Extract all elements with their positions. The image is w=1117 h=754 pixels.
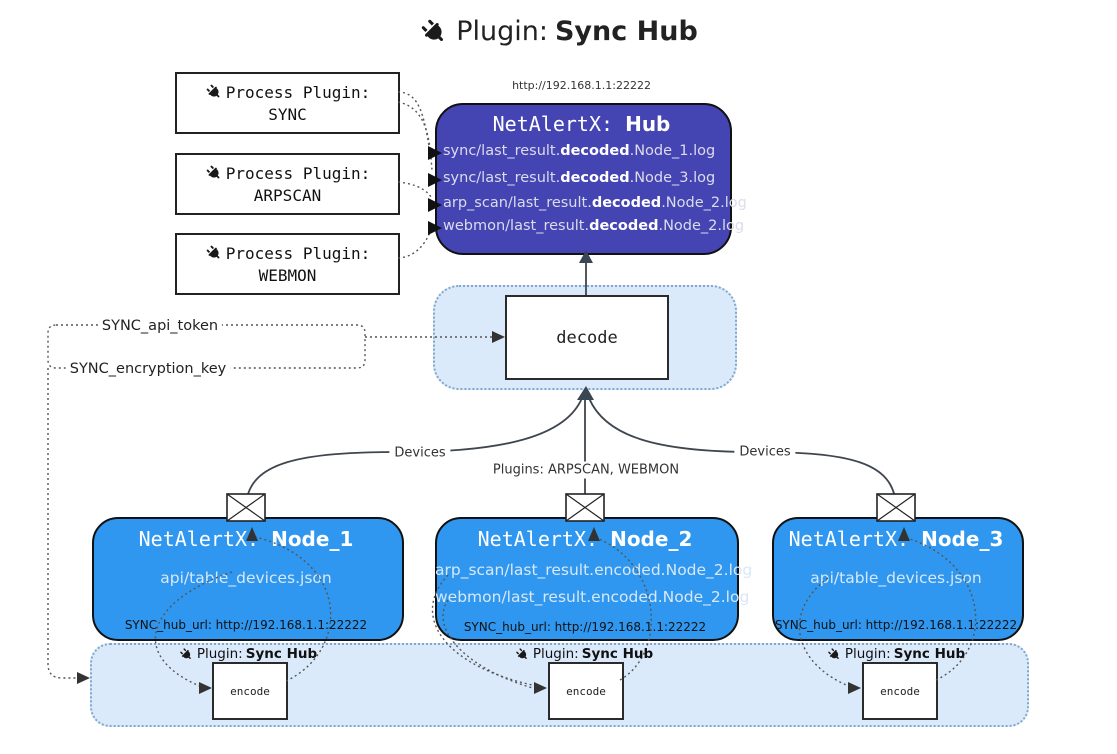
decode-label: decode [556,327,618,348]
hub-log-line: sync/last_result.decoded.Node_1.log [443,143,716,159]
node-2-hub-url: SYNC_hub_url: http://192.168.1.1:22222 [463,620,707,634]
process-plugin-sync-box: Process Plugin: SYNC [175,72,400,134]
devices-right-label: Devices [734,443,796,461]
node-1-hub-url: SYNC_hub_url: http://192.168.1.1:22222 [124,618,368,632]
plug-icon [205,83,223,101]
encode-1-box: encode [212,662,288,720]
hub-log-line: webmon/last_result.decoded.Node_2.log [443,218,745,234]
sync-encryption-key-label: SYNC_encryption_key [65,361,231,377]
node-3-hub-url: SYNC_hub_url: http://192.168.1.1:22222 [774,618,1018,632]
plug-icon [515,647,530,662]
hub-title: NetAlertX: Hub [435,112,728,136]
encoder-1-label: Plugin:Sync Hub [179,646,317,662]
node-3-title: NetAlertX: Node_3 [788,527,1004,551]
title-name: Sync Hub [554,16,698,47]
process-plugin-name: SYNC [268,104,307,124]
process-plugin-arpscan-box: Process Plugin: ARPSCAN [175,153,400,215]
process-plugin-label: Process Plugin: [225,243,371,263]
node-2-title: NetAlertX: Node_2 [477,527,693,551]
process-plugin-name: ARPSCAN [253,185,322,205]
plugins-center-label: Plugins: ARPSCAN, WEBMON [487,461,685,479]
encoder-3-label: Plugin:Sync Hub [827,646,965,662]
hub-title-bold: Hub [625,112,671,136]
decode-box: decode [505,295,669,380]
page-title: Plugin: Sync Hub [0,16,1117,47]
hub-url-label: http://192.168.1.1:22222 [512,79,651,92]
edge-webmon-to-line4 [397,229,432,259]
process-plugin-label: Process Plugin: [225,163,371,183]
node-3-line: api/table_devices.json [810,569,982,587]
node-1-line: api/table_devices.json [160,569,332,587]
plug-icon [419,17,449,47]
hub-box [435,103,732,255]
token-to-encode-panel [47,368,78,679]
arrowhead [77,672,90,684]
edge-sync-to-line2 [397,101,433,171]
node-1-title: NetAlertX: Node_1 [138,527,354,551]
plug-icon [179,647,194,662]
process-plugin-webmon-box: Process Plugin: WEBMON [175,233,400,295]
encoder-2-label: Plugin:Sync Hub [515,646,653,662]
process-plugin-label: Process Plugin: [225,82,371,102]
process-plugin-name: WEBMON [258,265,317,285]
encode-2-box: encode [548,662,624,720]
plug-icon [205,244,223,262]
encode-3-box: encode [862,662,938,720]
plug-icon [205,164,223,182]
encode-label: encode [880,684,920,698]
title-prefix: Plugin: [456,16,548,47]
node-2-line: webmon/last_result.encoded.Node_2.log [435,588,750,606]
encode-label: encode [230,684,270,698]
plug-icon [827,647,842,662]
encode-label: encode [566,684,606,698]
edge-sync-to-line1 [397,91,430,147]
hub-log-line: arp_scan/last_result.decoded.Node_2.log [443,195,747,211]
devices-left-label: Devices [389,444,451,462]
hub-title-mono: NetAlertX: [492,112,626,136]
hub-log-line: sync/last_result.decoded.Node_3.log [443,170,716,186]
sync-api-token-label: SYNC_api_token [97,318,223,334]
edge-arpscan-to-line3 [397,181,432,198]
node-2-line: arp_scan/last_result.encoded.Node_2.log [435,561,753,579]
